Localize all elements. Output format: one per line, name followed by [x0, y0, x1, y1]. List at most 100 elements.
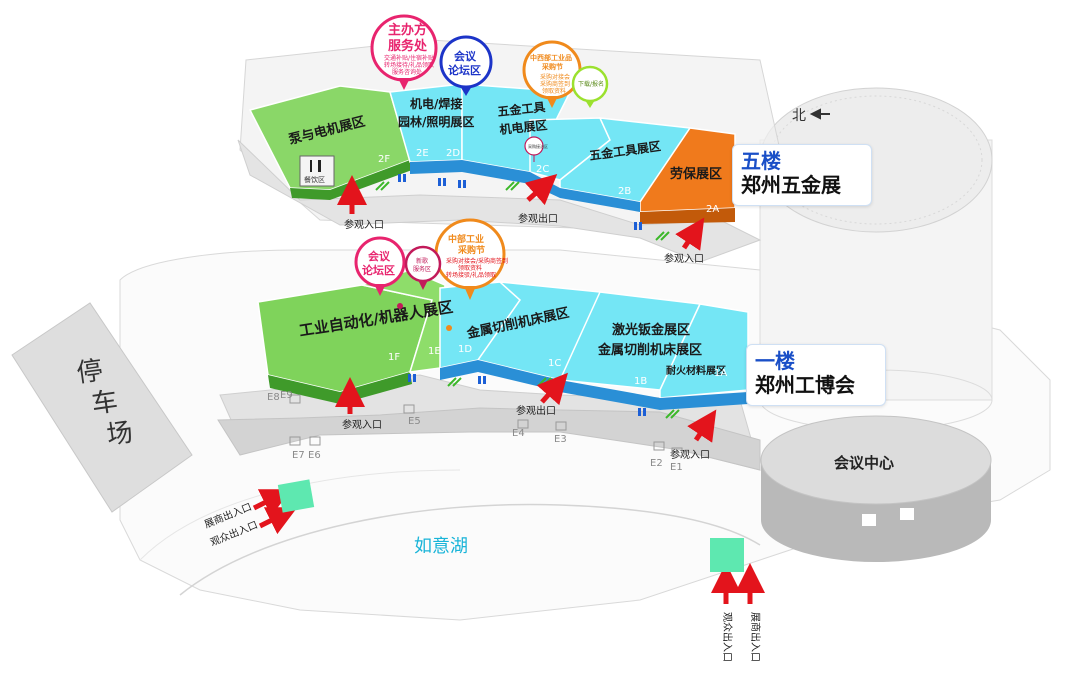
arrow-icon — [258, 507, 298, 535]
hall-code-1C: 1C — [548, 358, 561, 369]
hall-code-1F: 1F — [388, 352, 400, 363]
entry-bottom-right: 展商出入口 — [749, 612, 762, 662]
bubble-download[interactable]: 下载/报名 — [571, 65, 609, 108]
bubble-host-service[interactable]: 主办方 服务处 交通补贴/住宿补贴 转场接待/礼品领取 服务咨询处 — [370, 14, 438, 90]
bubble-central-sub-1: 采购对接会/采购商签到 — [446, 257, 508, 265]
hall-code-1A: 1A — [714, 368, 727, 379]
lake-label: 如意湖 — [414, 536, 468, 557]
teal-gate-bottom — [710, 538, 744, 572]
floor-card-upper-name: 郑州五金展 — [741, 173, 841, 197]
bubble-host-sub-3: 服务咨询处 — [392, 68, 422, 76]
bubble-central-procurement[interactable]: 中部工业 采购节 采购对接会/采购商签到 领取资料 转场接驳/礼品领取 — [434, 218, 508, 300]
bubble-central-sub-3: 转场接驳/礼品领取 — [446, 271, 496, 279]
lower-floor-walkway — [217, 407, 761, 471]
gate-E4: E4 — [512, 428, 525, 439]
bubble-west-sub-1: 采购对接会 — [540, 73, 570, 81]
fork-knife-icon — [310, 160, 321, 172]
entry-lower-right: 参观入口 — [670, 448, 710, 461]
zone-label-mech-2: 园林/照明展区 — [398, 114, 474, 129]
hall-code-1B: 1B — [634, 376, 647, 387]
arrow-icon — [675, 217, 705, 251]
zone-label-fire: 耐火材料展区 — [666, 364, 726, 377]
hall-1A-top[interactable] — [659, 303, 749, 399]
meeting-center-label: 会议中心 — [834, 454, 894, 472]
bubble-central-line1: 中部工业 — [448, 233, 484, 245]
escalator-icon — [665, 409, 680, 419]
restroom-icon — [638, 408, 646, 416]
bubble-central-line2: 采购节 — [457, 244, 485, 256]
hall-2BCDE-side — [410, 160, 640, 212]
gate-E1: E1 — [670, 462, 683, 473]
hall-1AB-side — [560, 380, 748, 410]
bubble-forum-upper-line2: 论坛区 — [448, 63, 481, 77]
gate-E2: E2 — [650, 458, 663, 469]
marker-dot-pink — [397, 303, 403, 309]
hall-code-2B: 2B — [618, 186, 631, 197]
entry-bottom-left: 观众出入口 — [721, 612, 734, 662]
upper-floor-slab — [237, 139, 762, 263]
gates: E9 E8 E7 E6 E5 E4 E3 E2 E1 — [267, 390, 683, 473]
restroom-icon — [408, 374, 416, 382]
zone-label-hwmech-1: 五金工具 — [497, 99, 546, 119]
arrow-icon — [252, 489, 292, 517]
dining-label: 餐饮区 — [304, 175, 325, 184]
hall-code-2D: 2D — [446, 148, 460, 159]
floor-card-lower-name: 郑州工博会 — [755, 373, 855, 397]
floor-card-upper: 五楼 郑州五金展 — [732, 144, 872, 206]
gate-E7: E7 — [292, 450, 305, 461]
hall-1C-side — [440, 360, 562, 392]
bubble-west-line1: 中西部工业品 — [530, 53, 572, 62]
zone-label-laser-1: 激光钣金展区 — [612, 322, 690, 338]
meeting-center[interactable]: 会议中心 — [760, 415, 992, 562]
teal-gate-left — [277, 479, 315, 513]
hall-code-1D: 1D — [458, 344, 472, 355]
bubble-west-procurement[interactable]: 中西部工业品 采购节 采购对接会 采购商签到 领取资料 — [522, 40, 582, 108]
north-arrow-icon — [809, 108, 830, 120]
bubble-forum-lower-line1: 会议 — [368, 249, 391, 263]
zone-label-mech-1: 机电/焊接 — [410, 96, 462, 111]
hall-2A-side — [640, 208, 735, 224]
zone-label-laser-2: 金属切削机床展区 — [597, 342, 702, 358]
bubble-host-sub-2: 转场接待/礼品领取 — [384, 61, 434, 69]
restroom-icon — [478, 376, 486, 384]
bubble-west-line2: 采购节 — [541, 62, 563, 71]
escalator-icon — [655, 231, 670, 241]
hall-code-2C: 2C — [536, 164, 549, 175]
restroom-icon — [398, 174, 406, 182]
bubble-host-line1: 主办方 — [388, 22, 427, 38]
gate-E5: E5 — [408, 416, 421, 427]
bubble-download-label: 下载/报名 — [578, 80, 604, 88]
zone-label-labor: 劳保展区 — [670, 166, 722, 182]
restroom-icons — [398, 174, 646, 416]
escalator-icon — [447, 377, 462, 387]
bubble-central-sub-2: 领取资料 — [458, 264, 482, 272]
procurement-flag-label: 采购接洽区 — [528, 143, 548, 149]
north-label: 北 — [792, 108, 806, 124]
bubble-forum-upper-line1: 会议 — [454, 49, 477, 63]
escalator-icon — [375, 181, 390, 191]
parking-char-2: 车 — [90, 387, 120, 420]
floor-card-lower: 一楼 郑州工博会 — [746, 344, 886, 406]
gate-E8: E8 — [267, 392, 280, 403]
bubble-forum-lower-line2: 论坛区 — [362, 263, 395, 277]
bubble-host-sub-1: 交通补贴/住宿补贴 — [384, 54, 434, 62]
dining-area[interactable]: 餐饮区 — [299, 155, 335, 187]
bubble-forum-lower[interactable]: 会议 论坛区 — [354, 236, 406, 296]
restroom-icon — [458, 180, 466, 188]
entrance-arrows — [252, 174, 765, 604]
restroom-icon — [438, 178, 446, 186]
north-indicator: 北 — [792, 108, 830, 124]
arrow-icon — [524, 174, 558, 206]
bubble-west-sub-3: 领取资料 — [542, 87, 566, 95]
bubble-forum-upper[interactable]: 会议 论坛区 — [439, 35, 493, 96]
parking-lot: 停 车 场 — [11, 302, 193, 513]
bubble-news-service[interactable]: 新歌 服务区 — [404, 245, 442, 290]
floor-card-lower-floor: 一楼 — [755, 349, 795, 373]
gate-E9: E9 — [280, 390, 293, 401]
bubble-west-sub-2: 采购商签到 — [540, 80, 570, 88]
procurement-flag[interactable]: 采购接洽区 — [524, 136, 548, 162]
lake-shore — [179, 503, 761, 596]
entry-upper-right: 参观入口 — [664, 252, 704, 265]
